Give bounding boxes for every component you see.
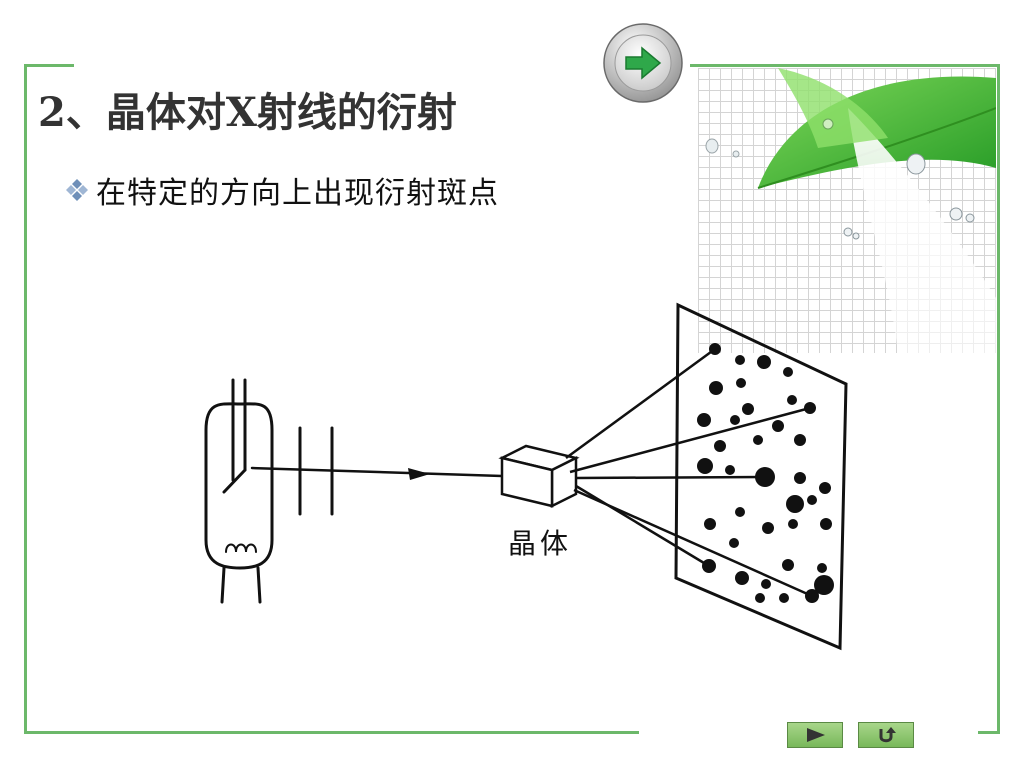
crystal-label: 晶体 — [508, 527, 573, 560]
bullet-text: 在特定的方向上出现衍射斑点 — [96, 176, 499, 211]
frame-top-left-border — [24, 64, 74, 67]
return-u-arrow-icon — [879, 727, 896, 743]
return-button[interactable] — [858, 722, 914, 748]
next-slide-button[interactable] — [787, 722, 843, 748]
four-diamond-bullet-icon — [66, 179, 88, 201]
frame-bottom-right-border — [978, 731, 1000, 734]
water-drop-icon — [705, 118, 975, 240]
diffracted-rays — [565, 347, 813, 598]
film-screen — [674, 302, 848, 651]
decorative-grid-panel — [698, 68, 996, 353]
bullet-item: 在特定的方向上出现衍射斑点 — [64, 168, 499, 212]
frame-bottom-border — [24, 731, 639, 734]
play-triangle-icon — [807, 728, 825, 742]
frame-right-border — [997, 64, 1000, 734]
xray-tube-icon — [204, 402, 274, 570]
slide-title: 2、晶体对X射线的衍射 — [38, 89, 457, 136]
crystal-cube-icon — [498, 444, 580, 509]
leaf-decoration — [705, 68, 996, 353]
frame-top-right-border — [690, 64, 1000, 67]
green-right-arrow-icon[interactable] — [602, 22, 684, 104]
diffraction-spots — [697, 343, 834, 603]
frame-left-border — [24, 64, 27, 734]
